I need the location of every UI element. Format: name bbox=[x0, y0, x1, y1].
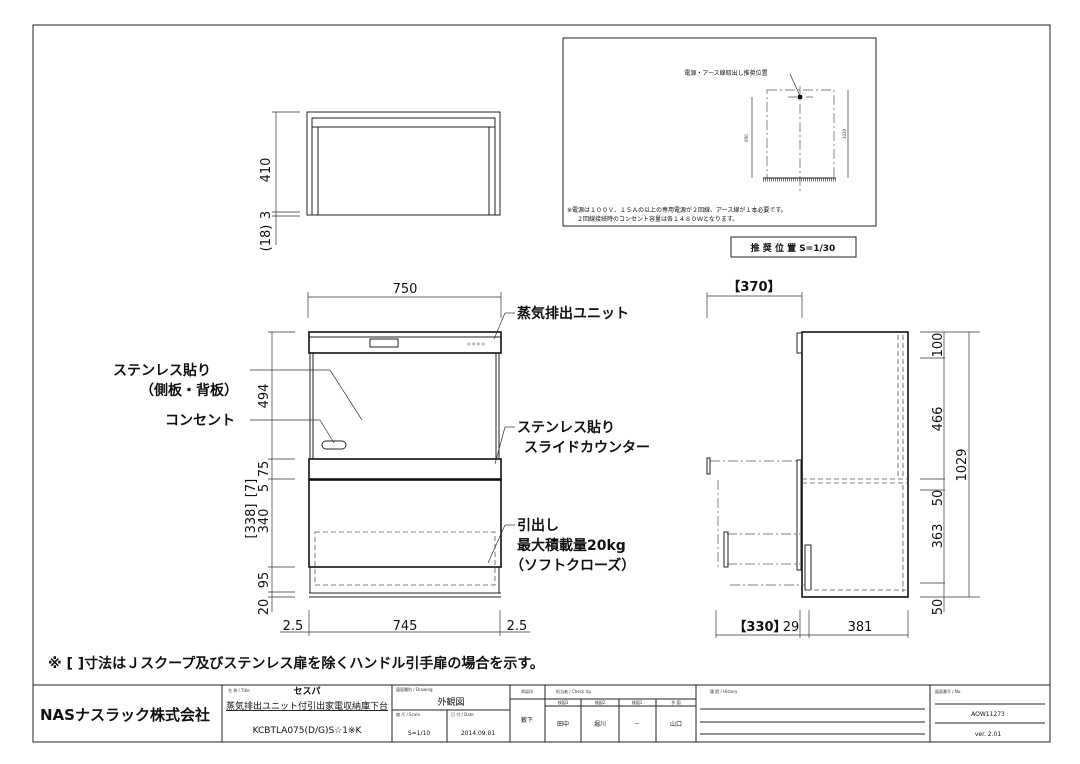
checker-role: 検図3 bbox=[558, 699, 569, 705]
outlet-marker-icon bbox=[798, 95, 802, 99]
steam-unit bbox=[308, 331, 502, 354]
dim-50-mid: 50 bbox=[931, 490, 946, 507]
product-subtitle: 蒸気排出ユニット付引出家電収納庫下台 bbox=[226, 700, 388, 712]
scale: S=1/10 bbox=[408, 730, 430, 737]
dim-745: 745 bbox=[393, 619, 418, 634]
drawing-number: AOW11273 bbox=[971, 711, 1005, 718]
dim-1029: 1029 bbox=[955, 448, 970, 481]
checker-role: 作 図 bbox=[671, 699, 680, 705]
checker-role: 検図2 bbox=[595, 699, 606, 705]
callout-drawer: 引出し bbox=[517, 517, 559, 534]
dim-29: 29 bbox=[783, 620, 800, 635]
plan-view: 410 3 (18) bbox=[259, 111, 501, 252]
dim-3: 3 bbox=[259, 211, 274, 219]
footnote: ※ [ ]寸法はＪスクープ及びステンレス扉を除くハンドル引手扉の場合を示す。 bbox=[48, 655, 544, 672]
recommended-caption: 推 奨 位 置 S=1/30 bbox=[751, 242, 836, 254]
dim-7-bracket: [7] bbox=[244, 479, 259, 497]
dim-95: 95 bbox=[257, 572, 272, 589]
callout-soft-close: （ソフトクローズ） bbox=[510, 557, 635, 574]
dim-338-bracket: [338] bbox=[244, 504, 259, 539]
approval-label: 承認印 bbox=[521, 688, 533, 694]
model-number: KCBTLA075(D/G)S☆1※K bbox=[253, 726, 363, 736]
version: ver. 2.01 bbox=[975, 731, 1002, 738]
checkup-label: 担当者 / Check Up bbox=[556, 688, 591, 694]
dim-75: 75 bbox=[257, 461, 272, 478]
callout-slide-counter: スライドカウンター bbox=[524, 440, 650, 456]
title-label: 名 称 / Title bbox=[228, 687, 250, 693]
dim-950: 950 bbox=[744, 134, 749, 142]
front-view: 750 ◎ ◎ ◎ ◎ 494 75 [7] 5 [338] 340 95 2 bbox=[244, 282, 530, 636]
dim-381: 381 bbox=[848, 620, 873, 635]
dim-18: (18) bbox=[259, 225, 274, 252]
recommended-position-panel: 電源・アース線取出し推奨位置 950 1029 ※電源は１００Ｖ、１５Ａの以上の… bbox=[562, 37, 877, 227]
power-note-2: ２回線接続時のコンセント容量は各１４８０Ｗとなります。 bbox=[577, 215, 738, 223]
dim-2-5-left: 2.5 bbox=[283, 619, 304, 634]
outlet-icon bbox=[321, 440, 347, 450]
drawing-type: 外観図 bbox=[437, 696, 464, 708]
dim-100: 100 bbox=[931, 333, 946, 358]
drawing-label: 図面種別 / Drawing bbox=[396, 686, 433, 692]
dim-2-5-right: 2.5 bbox=[507, 619, 528, 634]
date-label: 日 付 / Date bbox=[451, 711, 474, 717]
checker-name: － bbox=[634, 721, 640, 728]
title-block: NASナスラック株式会社 名 称 / Title セスパ 蒸気排出ユニット付引出… bbox=[33, 684, 1050, 742]
product-title: セスパ bbox=[293, 685, 320, 697]
company-logo: NASナスラック株式会社 bbox=[40, 706, 210, 724]
history-label: 履 歴 / History bbox=[710, 688, 738, 694]
dim-750: 750 bbox=[393, 282, 418, 297]
checker-role: 検図1 bbox=[632, 699, 643, 705]
dim-370-bracket: 【370】 bbox=[727, 279, 780, 295]
callout-steam-unit: 蒸気排出ユニット bbox=[517, 305, 629, 322]
date: 2014.09.01 bbox=[461, 730, 496, 737]
steam-vent-icon bbox=[369, 338, 399, 348]
power-note-1: ※電源は１００Ｖ、１５Ａの以上の専用電源が２回線、アース線が１本必要です。 bbox=[567, 206, 787, 214]
callout-outlet: コンセント bbox=[165, 413, 235, 429]
checker-name: 堀川 bbox=[594, 720, 606, 728]
outlet-position-label: 電源・アース線取出し推奨位置 bbox=[684, 69, 767, 77]
checker-name: 田中 bbox=[557, 720, 569, 728]
dim-494: 494 bbox=[257, 384, 272, 409]
side-view: 【370】 100 466 50 363 50 1029 【330】 29 bbox=[706, 279, 980, 638]
callout-max-load: 最大積載量20kg bbox=[517, 537, 626, 554]
dim-340: 340 bbox=[257, 509, 272, 534]
callout-counter-stainless: ステンレス貼り bbox=[517, 419, 615, 436]
scale-label: 縮 尺 / Scale bbox=[396, 711, 420, 717]
drawer bbox=[308, 479, 502, 568]
callout-side-back-panel: （側板・背板） bbox=[140, 382, 238, 399]
callout-stainless-side: ステンレス貼り bbox=[113, 362, 211, 379]
approval-stamp: 薮下 bbox=[521, 716, 533, 724]
dim-363: 363 bbox=[931, 524, 946, 549]
svg-text:◎ ◎ ◎ ◎: ◎ ◎ ◎ ◎ bbox=[467, 341, 485, 346]
dim-5: 5 bbox=[257, 484, 272, 492]
dim-20: 20 bbox=[257, 599, 272, 616]
dim-1029-small: 1029 bbox=[842, 128, 847, 139]
dim-410: 410 bbox=[259, 158, 274, 183]
slide-counter bbox=[308, 458, 502, 480]
checker-name: 山口 bbox=[670, 720, 682, 728]
dim-466: 466 bbox=[931, 407, 946, 432]
drawing-frame bbox=[32, 24, 1051, 743]
number-label: 図面番号 / No. bbox=[935, 688, 962, 694]
dim-50-bottom: 50 bbox=[931, 599, 946, 616]
dim-330-bracket: 【330】 bbox=[733, 619, 786, 635]
